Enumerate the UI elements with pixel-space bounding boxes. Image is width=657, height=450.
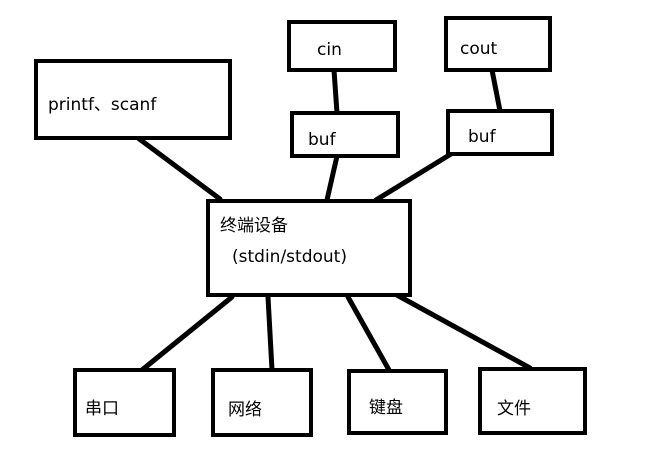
edge-terminal-network	[265, 294, 275, 373]
edge-printf-terminal	[135, 135, 223, 202]
node-keyboard: 键盘	[347, 369, 448, 435]
node-buf-left-label: buf	[308, 130, 337, 150]
node-network: 网络	[211, 368, 313, 437]
node-printf-scanf: printf、scanf	[34, 59, 232, 140]
node-terminal-label: 终端设备	[220, 216, 288, 236]
node-keyboard-label: 键盘	[369, 398, 403, 418]
edges	[135, 67, 533, 373]
node-cin: cin	[287, 20, 397, 72]
node-buf-right: buf	[446, 109, 554, 156]
node-file: 文件	[478, 367, 587, 435]
edge-terminal-file	[392, 291, 533, 371]
node-cout-label: cout	[460, 39, 498, 59]
node-buf-left: buf	[290, 111, 400, 158]
node-cin-label: cin	[317, 40, 342, 60]
edge-cout-buf	[489, 67, 503, 114]
node-file-label: 文件	[497, 399, 531, 419]
node-printf-scanf-label: printf、scanf	[48, 95, 157, 115]
node-network-label: 网络	[228, 400, 262, 420]
edge-terminal-keyboard	[345, 294, 392, 373]
node-cout: cout	[444, 16, 552, 72]
edge-buf-terminal-left	[324, 153, 340, 203]
edge-cin-buf	[331, 67, 340, 116]
edge-terminal-serial	[139, 294, 235, 373]
edge-buf-terminal-right	[373, 151, 454, 203]
node-terminal: 终端设备 (stdin/stdout)	[206, 199, 412, 297]
node-serial-label: 串口	[85, 399, 119, 419]
node-terminal-sublabel: (stdin/stdout)	[232, 247, 347, 267]
node-buf-right-label: buf	[468, 127, 497, 147]
node-serial: 串口	[73, 368, 176, 437]
